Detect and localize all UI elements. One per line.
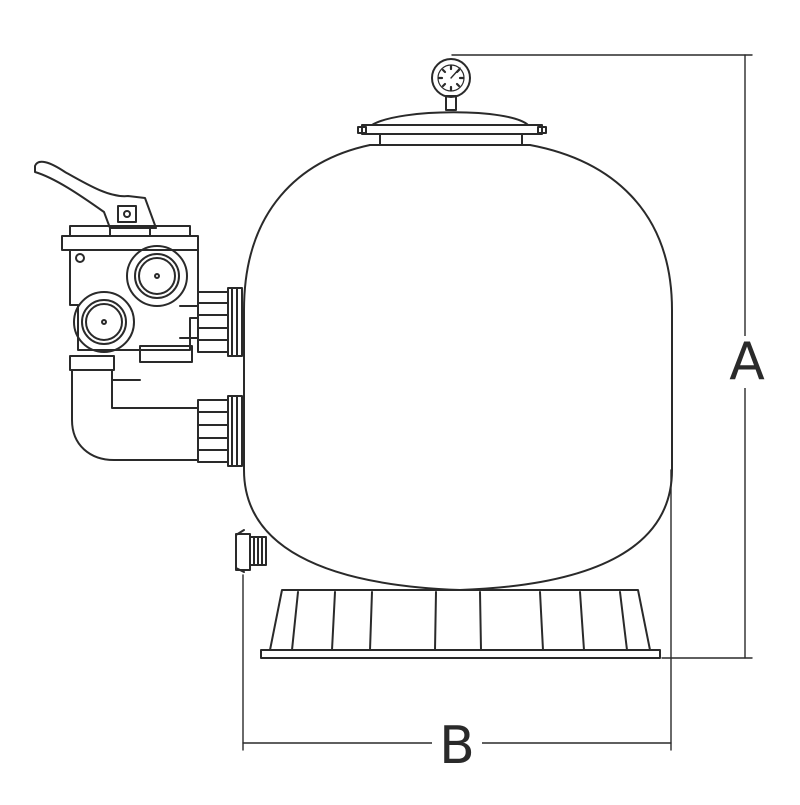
valve-port-upper: [126, 245, 188, 307]
connecting-pipe: [69, 355, 199, 461]
tank-base: [260, 589, 661, 659]
tank-body: [243, 144, 673, 591]
dimension-label-b: B: [432, 720, 482, 772]
lower-union: [197, 395, 243, 467]
dimension-b-lines: [242, 469, 672, 751]
dimension-label-a: A: [722, 336, 772, 388]
multiport-valve-handle-icon: [34, 160, 157, 237]
tank-lid: [357, 111, 547, 146]
drain-plug: [235, 529, 267, 573]
valve-port-lower: [73, 291, 135, 353]
multiport-valve: [61, 225, 199, 363]
upper-union: [197, 287, 243, 357]
pressure-gauge-icon: [431, 58, 471, 111]
